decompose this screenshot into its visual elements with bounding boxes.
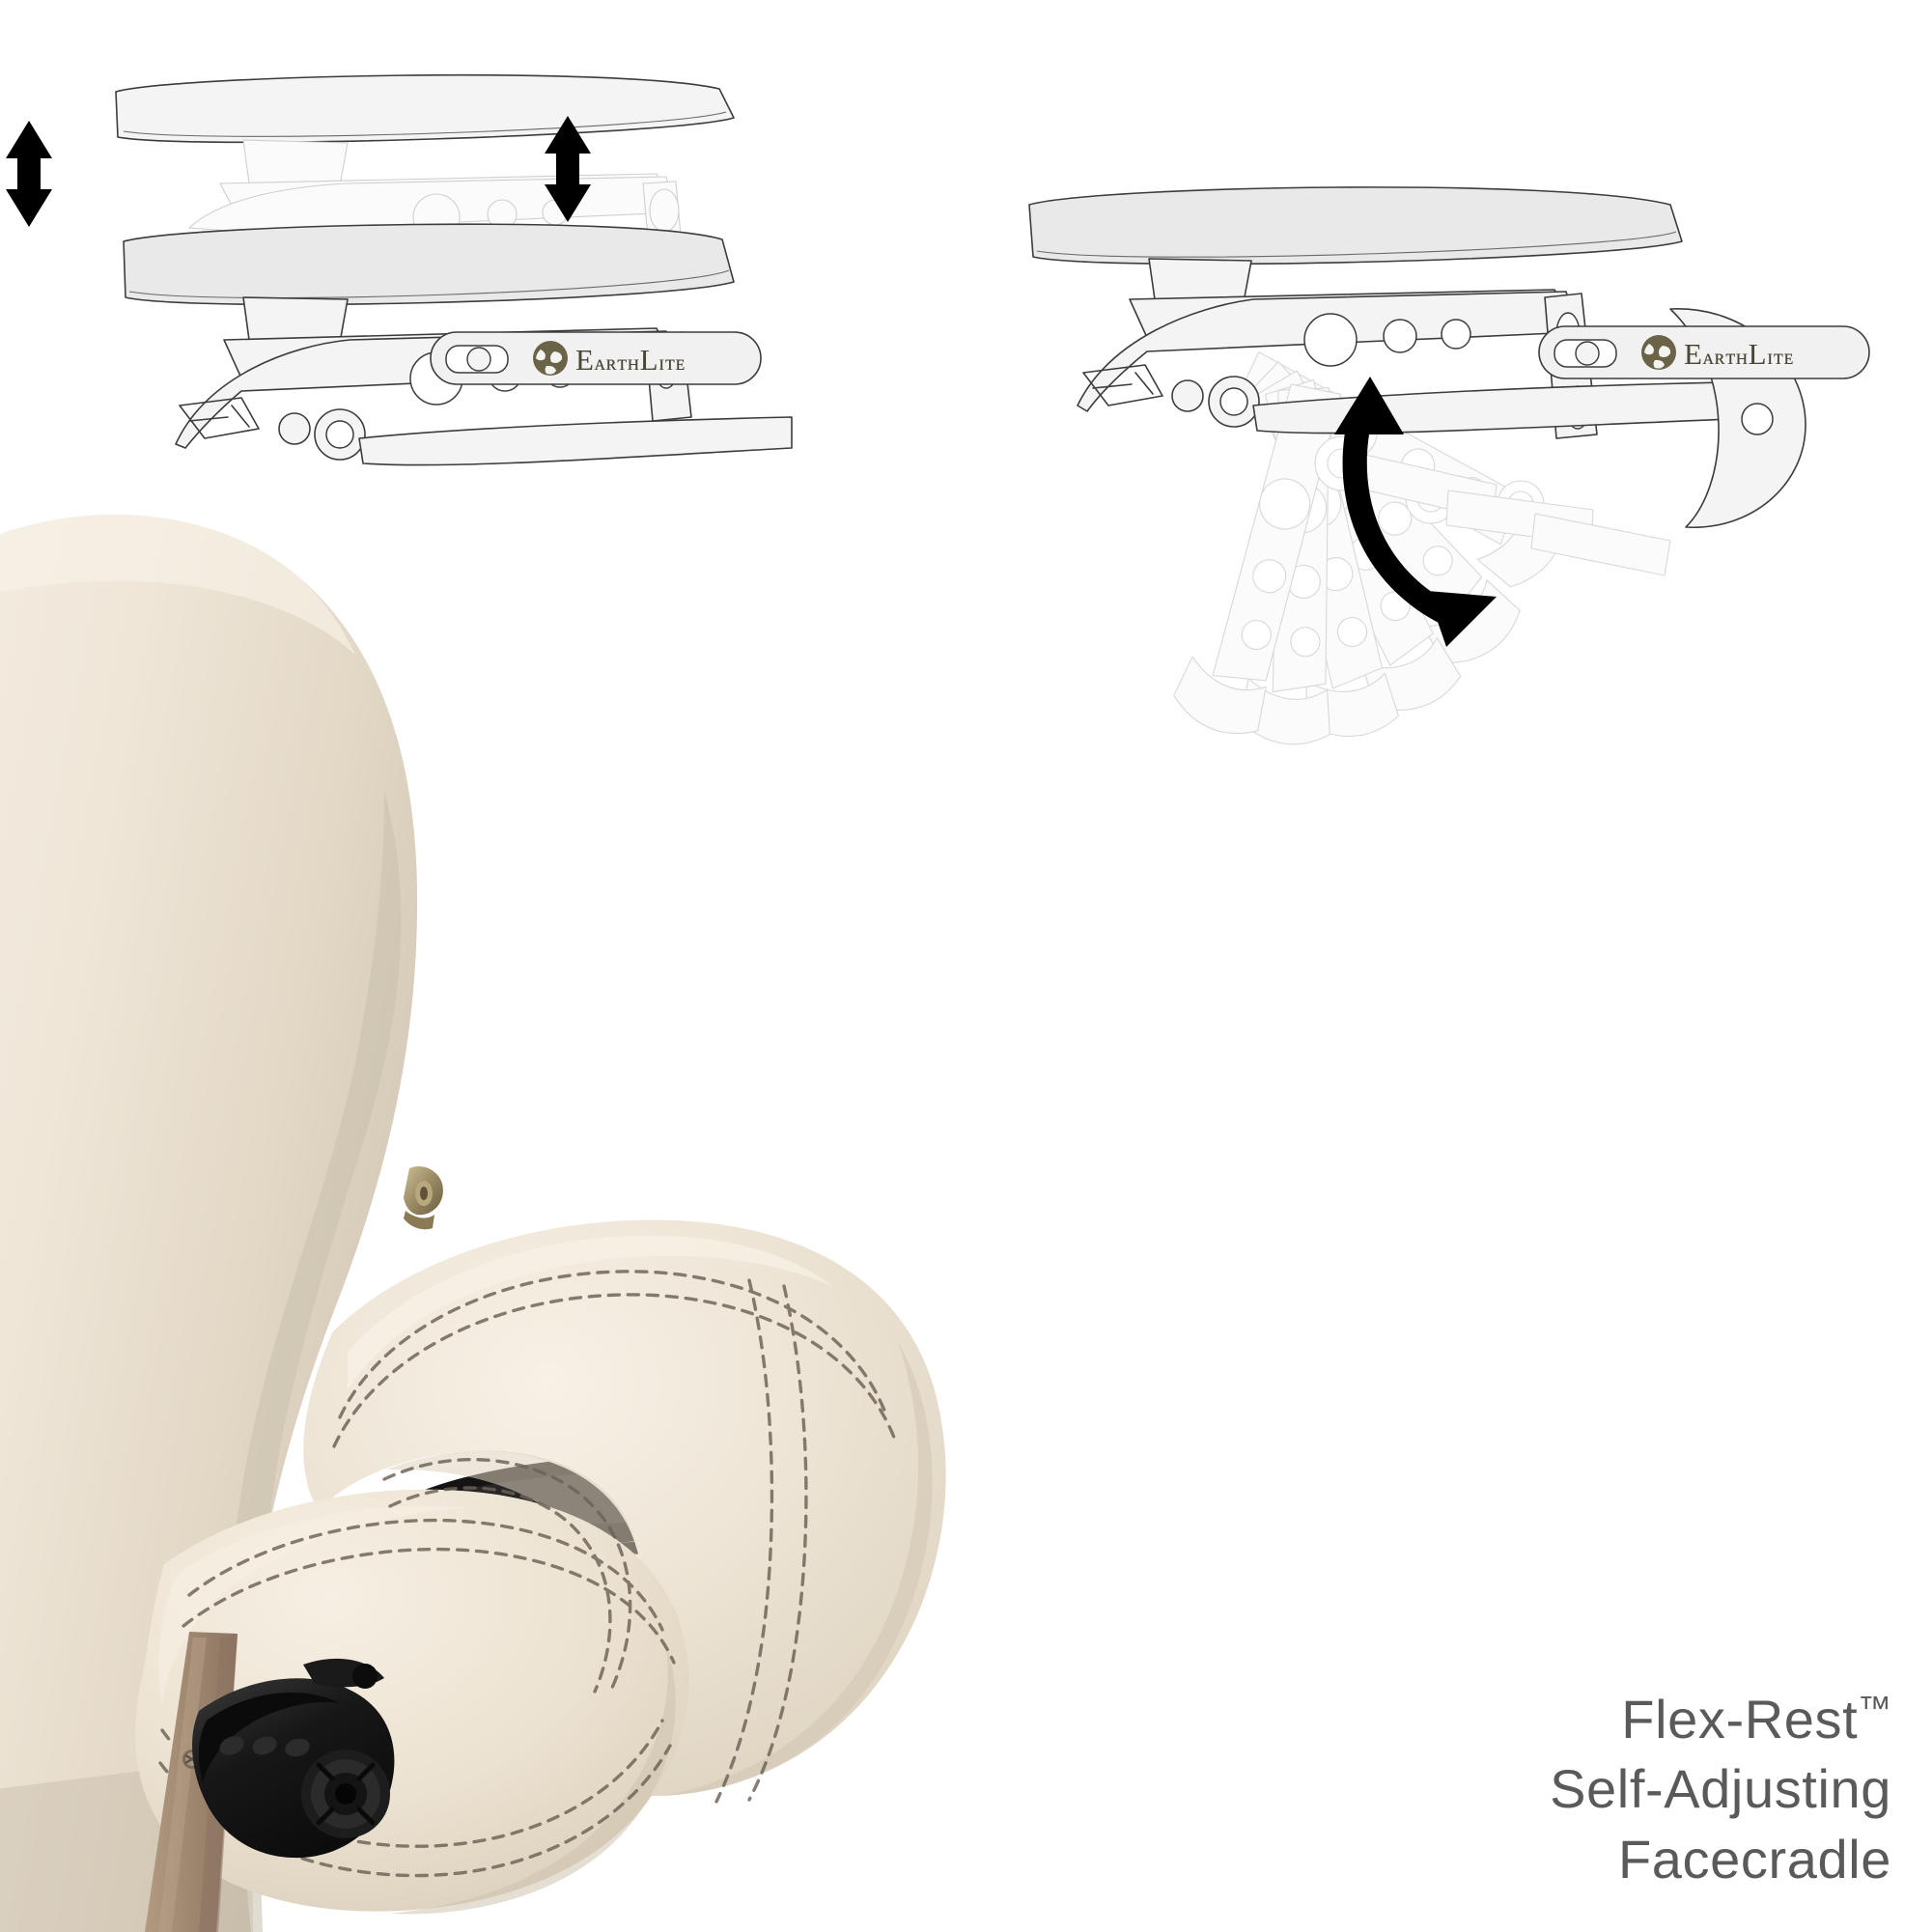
height-arrow-left: [6, 121, 52, 227]
lower-pad: [123, 223, 735, 306]
globe-icon: [533, 341, 568, 376]
caption-line-1: Flex-Rest™: [1621, 1688, 1891, 1750]
caption-line-3: Facecradle: [1617, 1829, 1891, 1890]
adjustment-lever-knob: [192, 1658, 395, 1859]
tilt-ghost-pivot-cluster: [1314, 435, 1671, 576]
height-arrow-right: [545, 116, 591, 222]
facecradle-product-photo: [0, 502, 1197, 1932]
facecradle-cushion-upper: [303, 1219, 946, 1797]
caption-line-2: Self-Adjusting: [1550, 1758, 1891, 1820]
globe-icon: [1641, 335, 1676, 370]
diagram-height-adjustment: .ln{fill:none;stroke:#3c3c3c;stroke-widt…: [0, 39, 793, 466]
product-caption: Flex-Rest™ Self-Adjusting Facecradle: [1550, 1685, 1891, 1895]
trademark-symbol: ™: [1858, 1690, 1891, 1727]
earthlite-lever-badge-right: EᴀʀᴛʜLɪᴛᴇ: [1537, 321, 1885, 384]
upper-pad-ghost: [115, 73, 735, 144]
brass-hinge: [404, 1165, 443, 1230]
tilt-arrow: [1334, 377, 1497, 647]
tilt-ghost-positions: [1166, 330, 1671, 748]
earthlite-lever-badge-left: EᴀʀᴛʜLɪᴛᴇ: [429, 326, 776, 390]
